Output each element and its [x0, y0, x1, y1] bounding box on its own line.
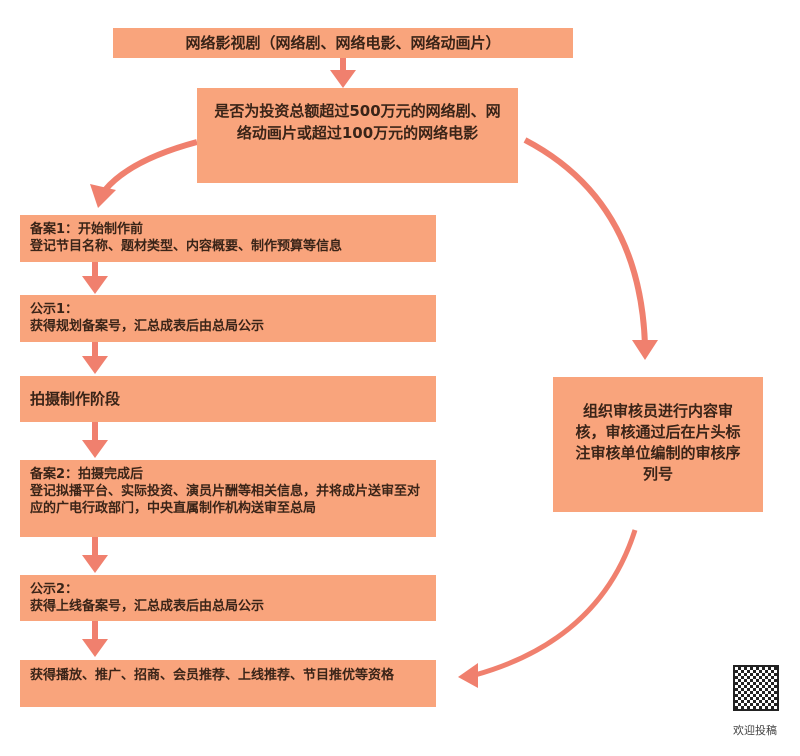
step-title: 备案1：开始制作前: [30, 222, 144, 237]
step-body: 获得规划备案号，汇总成表后由总局公示: [30, 319, 265, 334]
step-title: 公示2：: [30, 582, 79, 597]
step-final: 获得播放、推广、招商、会员推荐、上线推荐、节目推优等资格: [20, 660, 436, 707]
step-body: 登记节目名称、题材类型、内容概要、制作预算等信息: [30, 239, 343, 254]
arrow-question-to-left: [90, 139, 198, 208]
arrow-step-5: [82, 621, 108, 657]
step-title: 公示1：: [30, 302, 79, 317]
step-title: 获得播放、推广、招商、会员推荐、上线推荐、节目推优等资格: [30, 668, 395, 683]
top-box: 网络影视剧（网络剧、网络电影、网络动画片）: [113, 28, 573, 58]
step-body: 登记拟播平台、实际投资、演员片酬等相关信息，并将成片送审至对应的广电行政部门，中…: [30, 484, 421, 516]
step-title: 拍摄制作阶段: [30, 390, 121, 408]
step-publicity-2: 公示2： 获得上线备案号，汇总成表后由总局公示: [20, 575, 436, 621]
step-publicity-1: 公示1： 获得规划备案号，汇总成表后由总局公示: [20, 295, 436, 342]
arrow-right-to-final: [458, 529, 638, 688]
qr-code: [733, 665, 779, 711]
step-filing-1: 备案1：开始制作前登记节目名称、题材类型、内容概要、制作预算等信息: [20, 215, 436, 262]
question-box: 是否为投资总额超过500万元的网络剧、网络动画片或超过100万元的网络电影: [197, 88, 518, 183]
arrow-top-to-question: [330, 58, 356, 88]
step-title: 备案2：拍摄完成后: [30, 467, 144, 482]
qr-caption: 欢迎投稿: [733, 724, 777, 737]
arrow-step-1: [82, 262, 108, 294]
arrow-step-4: [82, 537, 108, 573]
step-production: 拍摄制作阶段: [20, 376, 436, 422]
arrow-question-to-right: [523, 137, 658, 360]
step-filing-2: 备案2：拍摄完成后登记拟播平台、实际投资、演员片酬等相关信息，并将成片送审至对应…: [20, 460, 436, 537]
review-box: 组织审核员进行内容审核，审核通过后在片头标注审核单位编制的审核序列号: [553, 377, 763, 512]
arrow-step-2: [82, 342, 108, 374]
step-body: 获得上线备案号，汇总成表后由总局公示: [30, 599, 265, 614]
arrow-step-3: [82, 422, 108, 458]
